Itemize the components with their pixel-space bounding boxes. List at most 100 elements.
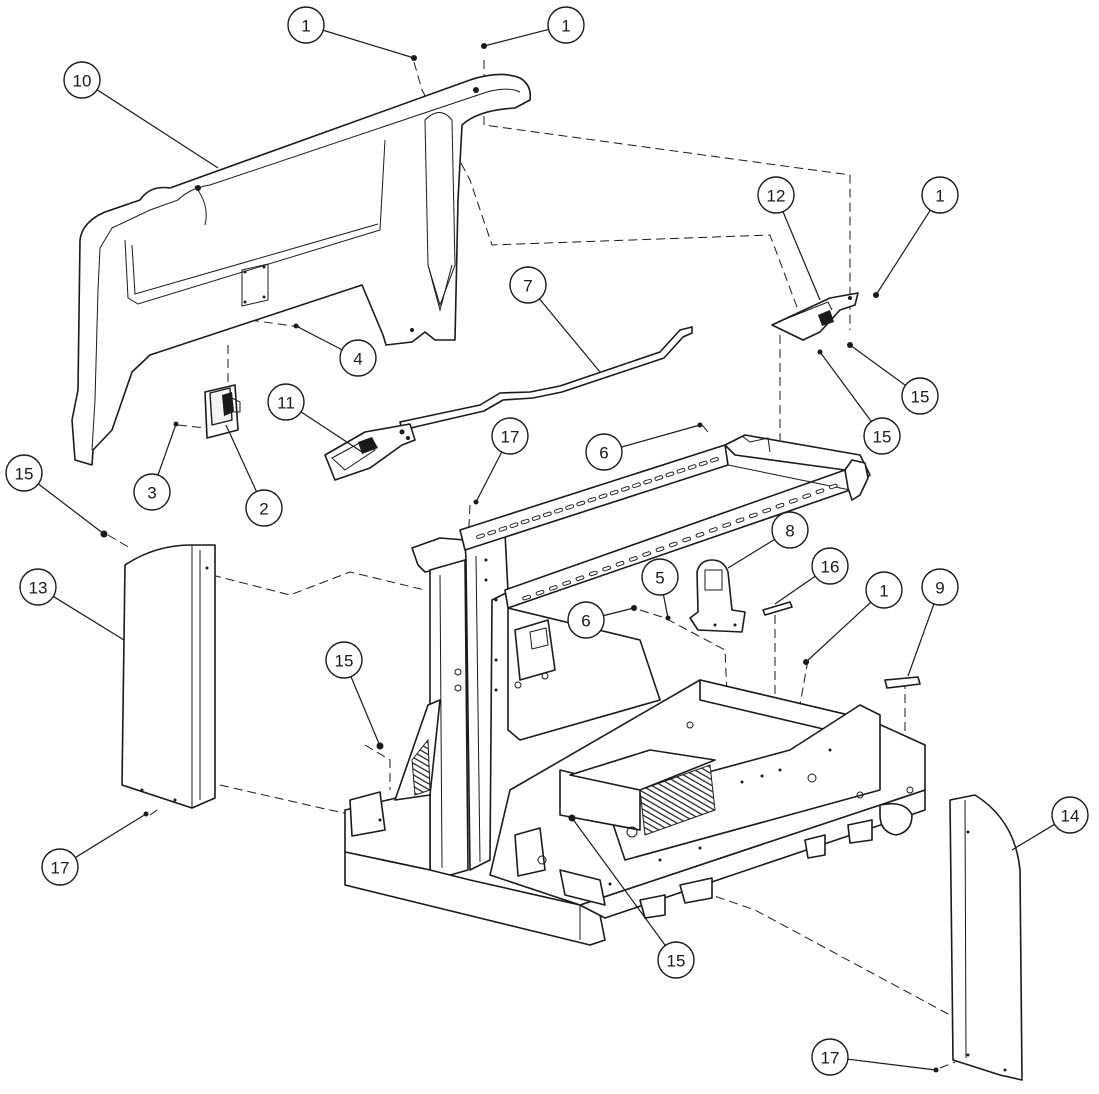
rail-slot: [709, 527, 718, 533]
rail-slot: [576, 500, 586, 507]
rail-slot: [520, 518, 530, 525]
callout-number: 8: [785, 522, 794, 541]
callout-number: 5: [655, 569, 664, 588]
callout-circle: [19, 568, 57, 606]
callout-leader: [75, 813, 147, 859]
rail-slot: [642, 551, 651, 557]
callout-circle: [63, 61, 101, 99]
rail-slot: [589, 570, 598, 577]
rail-slot: [522, 594, 531, 601]
rail-slot: [554, 507, 563, 514]
callout-balloon: 1: [921, 176, 959, 214]
callout-balloon: 17: [491, 417, 529, 455]
callout-circle: [339, 339, 377, 377]
callout-balloon: 6: [585, 433, 623, 471]
callout-number: 2: [259, 500, 268, 519]
callout-circle: [491, 417, 529, 455]
frame-center-panel: [507, 607, 661, 741]
part-8-bracket: [689, 559, 746, 633]
rail-slot: [609, 489, 619, 496]
callout-balloon: 15: [325, 641, 363, 679]
callout-circle: [585, 433, 623, 471]
callout-balloon: 15: [901, 377, 939, 415]
callout-circle: [811, 1038, 849, 1076]
callout-leader: [37, 483, 105, 535]
rail-slot: [549, 585, 558, 591]
rail-slot: [698, 460, 708, 467]
callout-circle: [901, 377, 939, 415]
rail-slot: [687, 464, 697, 470]
part-14-side-panel: [949, 794, 1023, 1081]
callout-balloon: 11: [267, 383, 305, 421]
rail-slot: [665, 471, 675, 478]
callout-circle: [267, 383, 305, 421]
callout-circle: [567, 601, 605, 639]
rail-slot: [695, 531, 705, 538]
callout-circle: [757, 176, 795, 214]
callout-leader: [849, 344, 906, 386]
callout-number: 15: [873, 428, 892, 447]
callout-leader: [323, 29, 415, 59]
callout-leader: [350, 676, 381, 747]
callout-leader: [53, 595, 125, 641]
callout-leader: [603, 607, 635, 617]
callout-balloon: 15: [5, 454, 43, 492]
callout-circle: [865, 571, 903, 609]
callout-circle: [41, 848, 79, 886]
callout-circle: [509, 266, 547, 304]
rail-slot: [815, 488, 825, 495]
callout-balloon: 15: [863, 417, 901, 455]
callout-circle: [641, 558, 679, 596]
callout-circle: [287, 6, 325, 44]
callout-leader: [1011, 823, 1055, 851]
callout-circle: [133, 473, 171, 511]
callout-circle: [921, 568, 959, 606]
callout-number: 4: [353, 350, 362, 369]
rail-slot: [562, 580, 571, 586]
callout-number: 6: [581, 612, 590, 631]
callout-number: 17: [821, 1049, 840, 1068]
rail-slot: [829, 483, 838, 490]
callout-number: 10: [73, 72, 92, 91]
callout-number: 3: [147, 484, 156, 503]
rail-slot: [735, 517, 745, 524]
rail-slot: [643, 478, 652, 485]
rail-slot: [598, 493, 608, 499]
rail-slot: [487, 529, 497, 536]
callout-leader: [571, 817, 666, 946]
part-9-pin: [884, 676, 921, 689]
callout-circle: [5, 454, 43, 492]
rail-slot: [535, 589, 545, 596]
rail-slot: [615, 560, 625, 567]
rail-slot: [710, 457, 719, 463]
callout-leader: [157, 423, 177, 476]
frame-base: [344, 679, 926, 946]
callout-leader: [805, 601, 872, 663]
callout-circle: [325, 641, 363, 679]
callout-leader: [782, 211, 821, 301]
part-16-pin: [762, 601, 793, 616]
callout-balloon: 12: [757, 176, 795, 214]
rail-slot: [654, 475, 664, 481]
callout-leader: [875, 209, 931, 296]
callout-number: 15: [335, 652, 354, 671]
rail-slot: [722, 522, 731, 528]
callout-balloon: 8: [771, 511, 809, 549]
callout-number: 17: [501, 428, 520, 447]
rail-slot: [655, 546, 665, 553]
part-12-bracket: [771, 292, 859, 341]
rail-slot: [575, 575, 585, 582]
callout-number: 1: [935, 187, 944, 206]
callout-balloon: 1: [287, 6, 325, 44]
callout-leader: [475, 451, 503, 503]
callout-balloon: 9: [921, 568, 959, 606]
rail-slot: [621, 486, 630, 492]
callout-number: 7: [523, 277, 532, 296]
callout-balloon: 13: [19, 568, 57, 606]
callout-number: 15: [15, 465, 34, 484]
callout-leader: [483, 28, 549, 47]
callout-number: 6: [599, 444, 608, 463]
callout-number: 14: [1061, 807, 1080, 826]
rail-slot: [802, 493, 811, 499]
